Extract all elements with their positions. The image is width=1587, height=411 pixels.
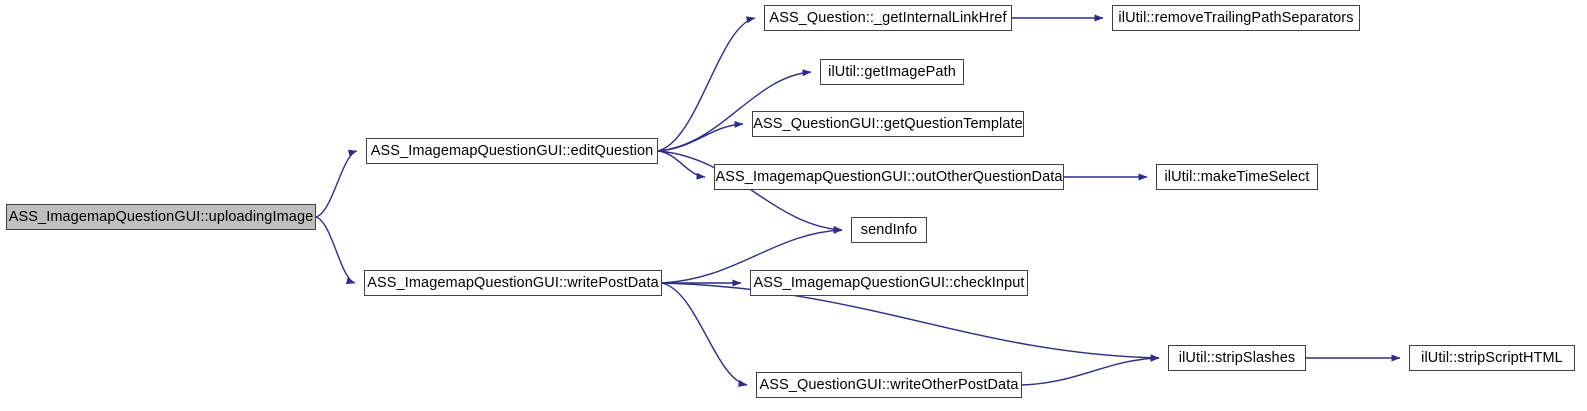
graph-node-label: sendInfo (860, 221, 918, 238)
graph-node-label: ilUtil::stripSlashes (1178, 349, 1296, 366)
graph-node-label: ilUtil::getImagePath (828, 63, 956, 80)
graph-node-removeTrailingPathSeparators[interactable]: ilUtil::removeTrailingPathSeparators (1112, 5, 1360, 31)
graph-edge-editQuestion-to-getQuestionTemplate (657, 120, 744, 152)
graph-edge-writeOtherPostData-to-stripSlashes (1021, 354, 1160, 386)
graph-node-label: ASS_ImagemapQuestionGUI::writePostData (367, 274, 659, 291)
graph-node-writePostData[interactable]: ASS_ImagemapQuestionGUI::writePostData (364, 270, 662, 296)
graph-node-label: ASS_ImagemapQuestionGUI::outOtherQuestio… (715, 168, 1063, 185)
graph-node-getQuestionTemplate[interactable]: ASS_QuestionGUI::getQuestionTemplate (752, 111, 1024, 137)
graph-node-label: ilUtil::removeTrailingPathSeparators (1118, 9, 1354, 26)
graph-node-getInternalLinkHref[interactable]: ASS_Question::_getInternalLinkHref (764, 5, 1012, 31)
graph-node-label: ASS_QuestionGUI::writeOtherPostData (759, 376, 1019, 393)
graph-edge-editQuestion-to-sendInfo (657, 150, 843, 233)
graph-node-getImagePath[interactable]: ilUtil::getImagePath (820, 59, 964, 85)
graph-node-label: ASS_ImagemapQuestionGUI::editQuestion (370, 142, 654, 159)
graph-node-sendInfo[interactable]: sendInfo (851, 217, 927, 243)
graph-node-checkInput[interactable]: ASS_ImagemapQuestionGUI::checkInput (750, 270, 1028, 296)
graph-edge-writePostData-to-writeOtherPostData (661, 282, 748, 387)
graph-edge-editQuestion-to-getInternalLinkHref (657, 16, 756, 152)
graph-node-makeTimeSelect[interactable]: ilUtil::makeTimeSelect (1156, 164, 1318, 190)
graph-node-label: ilUtil::makeTimeSelect (1164, 168, 1310, 185)
graph-edge-editQuestion-to-outOtherQuestionData (657, 150, 706, 180)
graph-node-label: ilUtil::stripScriptHTML (1421, 349, 1563, 366)
graph-node-label: ASS_ImagemapQuestionGUI::uploadingImage (8, 208, 314, 225)
graph-node-stripSlashes[interactable]: ilUtil::stripSlashes (1168, 345, 1306, 371)
graph-node-stripScriptHTML[interactable]: ilUtil::stripScriptHTML (1409, 345, 1575, 371)
graph-edge-uploadingImage-to-editQuestion (315, 149, 358, 218)
graph-node-writeOtherPostData[interactable]: ASS_QuestionGUI::writeOtherPostData (756, 372, 1022, 398)
graph-node-uploadingImage[interactable]: ASS_ImagemapQuestionGUI::uploadingImage (6, 204, 316, 230)
graph-node-label: ASS_QuestionGUI::getQuestionTemplate (753, 115, 1023, 132)
graph-node-outOtherQuestionData[interactable]: ASS_ImagemapQuestionGUI::outOtherQuestio… (714, 164, 1064, 190)
graph-node-editQuestion[interactable]: ASS_ImagemapQuestionGUI::editQuestion (366, 138, 658, 164)
graph-edge-uploadingImage-to-writePostData (315, 216, 356, 285)
graph-node-label: ASS_ImagemapQuestionGUI::checkInput (753, 274, 1025, 291)
graph-node-label: ASS_Question::_getInternalLinkHref (769, 9, 1007, 26)
